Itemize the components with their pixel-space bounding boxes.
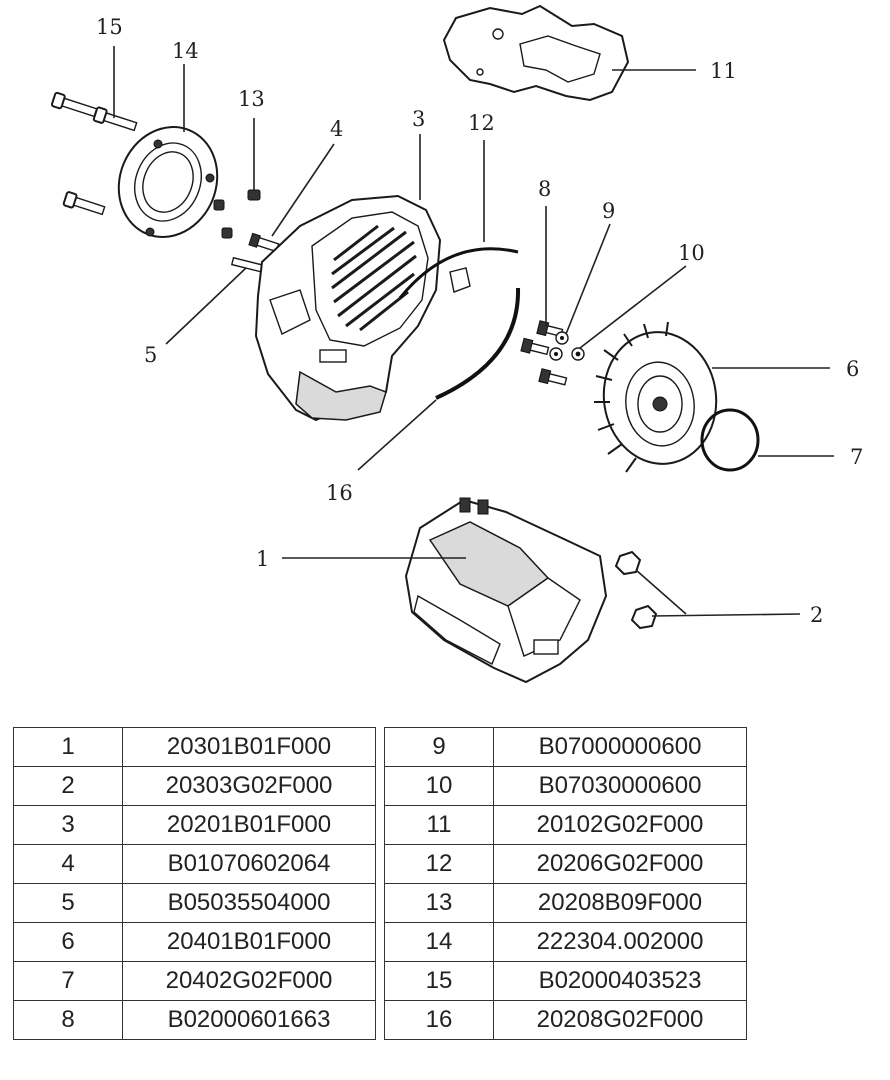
- part-code: 20301B01F000: [122, 727, 376, 767]
- part-number: 14: [384, 922, 494, 962]
- part-number: 15: [384, 961, 494, 1001]
- part-11-gasket-plate: [442, 4, 630, 102]
- part-number: 1: [13, 727, 123, 767]
- part-number: 5: [13, 883, 123, 923]
- part-number: 11: [384, 805, 494, 845]
- part-code: 20201B01F000: [122, 805, 376, 845]
- callout-5: 5: [144, 343, 157, 367]
- part-code: 20401B01F000: [122, 922, 376, 962]
- part-code: B07030000600: [493, 766, 747, 806]
- callout-10: 10: [678, 241, 705, 265]
- part-12-wire: [398, 247, 519, 299]
- part-number: 16: [384, 1000, 494, 1040]
- part-number: 9: [384, 727, 494, 767]
- callout-7: 7: [850, 445, 863, 469]
- part-7-o-ring: [700, 408, 760, 472]
- callout-12: 12: [468, 111, 495, 135]
- part-code: B02000601663: [122, 1000, 376, 1040]
- part-6-flywheel: [594, 321, 718, 473]
- part-code: B02000403523: [493, 961, 747, 1001]
- callout-13: 13: [238, 87, 265, 111]
- part-16-strip: [435, 287, 521, 400]
- callout-8: 8: [538, 177, 551, 201]
- leader-lines: [113, 46, 834, 617]
- part-14-flange-ring: [117, 126, 219, 238]
- part-code: 20206G02F000: [493, 844, 747, 884]
- callout-6: 6: [846, 357, 859, 381]
- shroud-grille: [331, 224, 417, 332]
- part-code: 222304.002000: [493, 922, 747, 962]
- part-9-washers: [549, 331, 569, 361]
- callout-labels: 15 14 13 4 3 12 11 8 9 10 5 6 7 16 1 2: [96, 15, 863, 627]
- part-code: 20402G02F000: [122, 961, 376, 1001]
- callout-4: 4: [330, 117, 343, 141]
- callout-2: 2: [810, 603, 823, 627]
- part-code: 20303G02F000: [122, 766, 376, 806]
- part-code: B05035504000: [122, 883, 376, 923]
- part-10-washer: [571, 347, 585, 361]
- part-2-nuts: [614, 550, 658, 630]
- part-number: 8: [13, 1000, 123, 1040]
- part-code: 20208B09F000: [493, 883, 747, 923]
- callout-9: 9: [602, 199, 615, 223]
- part-number: 7: [13, 961, 123, 1001]
- callout-14: 14: [172, 39, 199, 63]
- part-8-bolts: [520, 320, 568, 386]
- callout-1: 1: [256, 547, 269, 571]
- part-number: 4: [13, 844, 123, 884]
- part-3-fan-shroud: [254, 194, 471, 422]
- callout-16: 16: [326, 481, 353, 505]
- part-code: 20102G02F000: [493, 805, 747, 845]
- callout-3: 3: [412, 107, 425, 131]
- part-code: B01070602064: [122, 844, 376, 884]
- part-number: 6: [13, 922, 123, 962]
- part-code: B07000000600: [493, 727, 747, 767]
- callout-15: 15: [96, 15, 123, 39]
- part-number: 13: [384, 883, 494, 923]
- part-number: 2: [13, 766, 123, 806]
- part-number: 12: [384, 844, 494, 884]
- part-code: 20208G02F000: [493, 1000, 747, 1040]
- callout-11: 11: [710, 59, 737, 83]
- part-number: 3: [13, 805, 123, 845]
- part-15-screws: [50, 91, 138, 216]
- part-13-spacers: [213, 189, 261, 239]
- exploded-parts-diagram: 15 14 13 4 3 12 11 8 9 10 5 6 7 16 1 2: [50, 4, 863, 684]
- flywheel-fins: [594, 321, 669, 473]
- part-1-cover: [404, 497, 608, 684]
- part-number: 10: [384, 766, 494, 806]
